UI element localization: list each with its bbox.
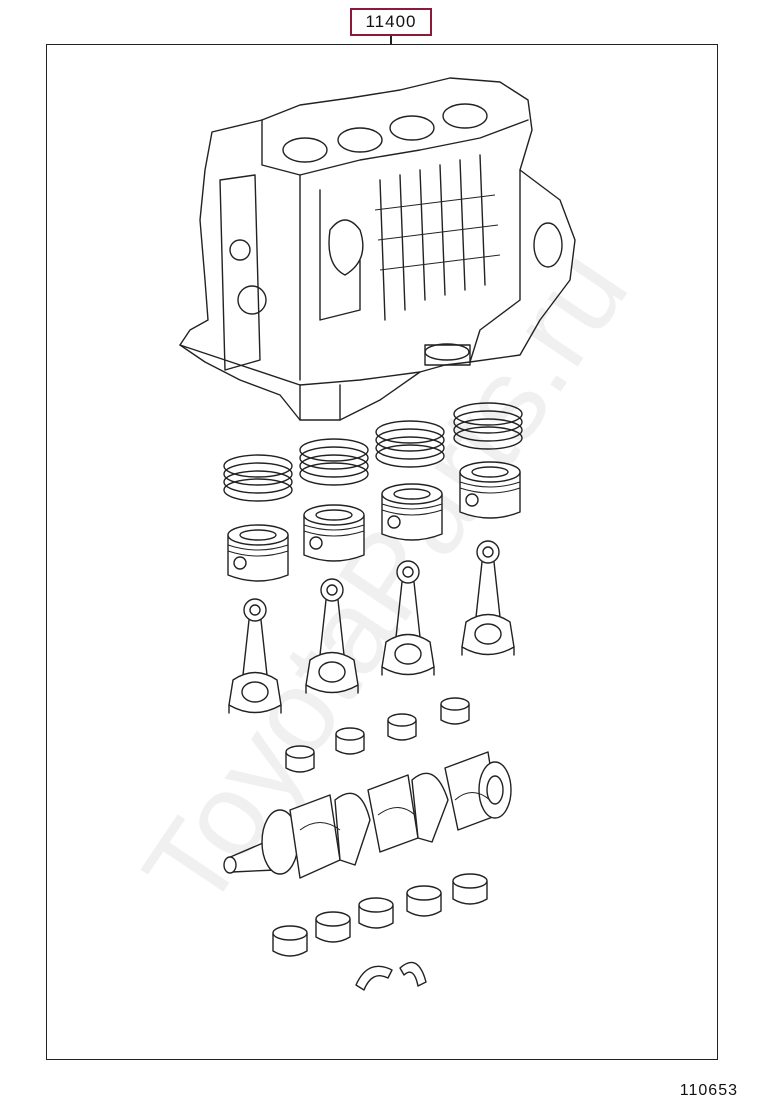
main-bearing-4[interactable] [406,885,442,917]
piston-ring-set-4[interactable] [453,402,523,450]
piston-ring-set-3[interactable] [375,420,445,468]
main-bearing-2[interactable] [315,911,351,943]
thrust-washer-1[interactable] [355,965,393,991]
connecting-rod-2[interactable] [305,578,359,694]
rod-bearing-2[interactable] [335,727,365,755]
part-number-callout[interactable]: 11400 [350,8,432,36]
piston-2[interactable] [303,504,365,562]
connecting-rod-bearings[interactable] [285,697,470,773]
main-bearing-3[interactable] [358,897,394,929]
piston-ring-set-2[interactable] [299,438,369,486]
piston-ring-set-1[interactable] [223,454,293,502]
thrust-washers[interactable] [355,961,427,991]
diagram-frame [46,44,718,1060]
piston-ring-sets[interactable] [223,402,523,502]
connecting-rod-3[interactable] [381,560,435,676]
thrust-washer-2[interactable] [399,961,427,987]
callout-leader-line [390,36,392,45]
figure-number: 110653 [679,1082,738,1099]
piston-3[interactable] [381,483,443,541]
connecting-rod-1[interactable] [228,598,282,714]
cylinder-block[interactable] [179,77,576,421]
main-bearing-5[interactable] [452,873,488,905]
rod-bearing-4[interactable] [440,697,470,725]
piston-1[interactable] [227,524,289,582]
pistons[interactable] [227,461,521,582]
connecting-rod-4[interactable] [461,540,515,656]
rod-bearing-3[interactable] [387,713,417,741]
crankshaft[interactable] [223,751,512,879]
crankshaft-main-bearings[interactable] [272,873,488,957]
main-bearing-1[interactable] [272,925,308,957]
rod-bearing-1[interactable] [285,745,315,773]
piston-4[interactable] [459,461,521,519]
connecting-rods[interactable] [228,540,515,714]
